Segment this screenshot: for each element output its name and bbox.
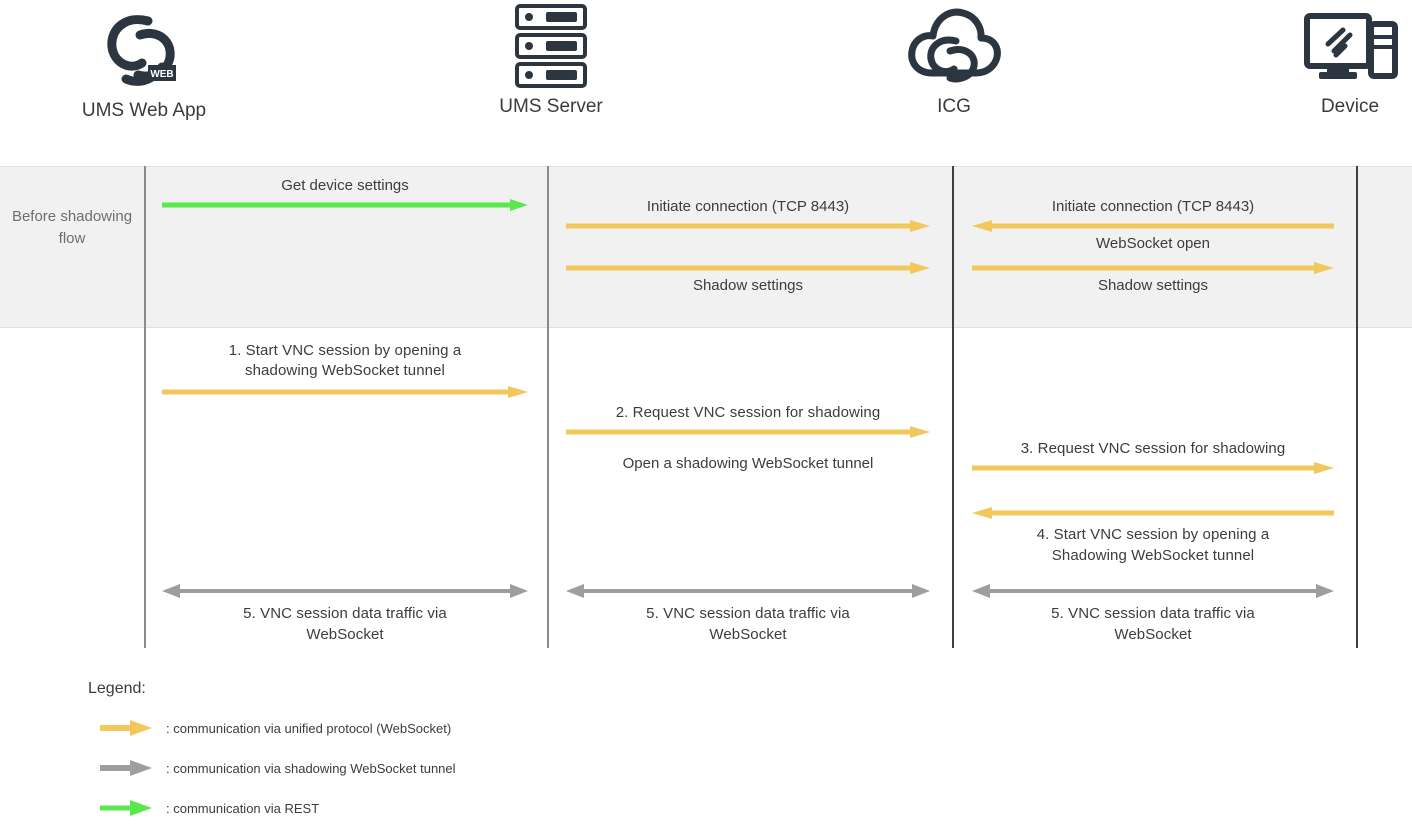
message-step-2-request-vnc-session[interactable]: 2. Request VNC session for shadowing Ope… [566, 404, 930, 472]
lifeline-ums-server [547, 166, 549, 648]
message-caption-websocket-open: WebSocket open [1096, 235, 1210, 252]
legend: Legend: [88, 680, 146, 698]
message-caption: 5. VNC session data traffic via WebSocke… [646, 605, 850, 643]
lifeline-icg [952, 166, 954, 648]
actor-ums-server: UMS Server [451, 0, 651, 119]
server-rack-icon [451, 0, 651, 92]
actor-label-icg: ICG [937, 96, 971, 117]
legend-label: : communication via REST [166, 800, 320, 816]
svg-text:WEB: WEB [150, 69, 173, 80]
legend-title: Legend: [88, 680, 146, 697]
message-shadow-settings-server-icg[interactable]: Shadow settings [566, 262, 930, 294]
message-caption: Shadow settings [692, 277, 804, 294]
legend-arrow-tunnel-icon [100, 760, 152, 776]
message-caption: Get device settings [281, 177, 409, 195]
actor-ums-web-app: WEB UMS Web App [44, 4, 244, 123]
message-caption: 3. Request VNC session for shadowing [1020, 440, 1286, 458]
message-step-5-vnc-traffic-web-server[interactable]: 5. VNC session data traffic via WebSocke… [162, 584, 528, 643]
legend-label: : communication via unified protocol (We… [166, 720, 452, 736]
legend-arrow-unified-icon [100, 720, 152, 736]
actor-label-ums-web-app: UMS Web App [81, 100, 207, 121]
ums-web-app-logo-icon: WEB [44, 4, 244, 96]
message-get-device-settings[interactable]: Get device settings [162, 177, 528, 211]
message-shadow-settings-icg-device[interactable]: Shadow settings [972, 262, 1334, 294]
legend-arrow-rest-icon [100, 800, 152, 816]
message-caption: Shadow settings [1097, 277, 1209, 294]
phase-band-before-shadowing [0, 166, 1412, 328]
message-initiate-connection-icg-device[interactable]: Initiate connection (TCP 8443) WebSocket… [972, 198, 1334, 252]
message-step-1-start-vnc-session[interactable]: 1. Start VNC session by opening a shadow… [162, 342, 528, 398]
legend-label: : communication via shadowing WebSocket … [166, 760, 456, 776]
legend-item-rest: : communication via REST [100, 799, 319, 817]
actor-icg: ICG [854, 0, 1054, 119]
message-caption: 4. Start VNC session by opening a Shadow… [1036, 526, 1270, 564]
message-caption: Initiate connection (TCP 8443) [646, 198, 850, 216]
actor-device: Device [1250, 0, 1412, 119]
legend-item-unified-protocol: : communication via unified protocol (We… [100, 719, 451, 737]
message-step-4-start-vnc-session[interactable]: 4. Start VNC session by opening a Shadow… [972, 507, 1334, 564]
message-step-5-vnc-traffic-server-icg[interactable]: 5. VNC session data traffic via WebSocke… [566, 584, 930, 643]
lifeline-device [1356, 166, 1358, 648]
lifeline-ums-web-app [144, 166, 146, 648]
cloud-gateway-icon [854, 0, 1054, 92]
legend-item-shadowing-tunnel: : communication via shadowing WebSocket … [100, 759, 456, 777]
message-caption: 1. Start VNC session by opening a shadow… [228, 341, 462, 380]
message-caption: 5. VNC session data traffic via WebSocke… [243, 605, 447, 643]
message-step-5-vnc-traffic-icg-device[interactable]: 5. VNC session data traffic via WebSocke… [972, 584, 1334, 643]
phase-band-label: Before shadowing flow [11, 208, 133, 247]
message-caption: Initiate connection (TCP 8443) [1051, 198, 1255, 216]
message-initiate-connection-server-icg[interactable]: Initiate connection (TCP 8443) [566, 198, 930, 232]
message-caption: 5. VNC session data traffic via WebSocke… [1051, 605, 1255, 643]
message-caption: 2. Request VNC session for shadowing [615, 404, 881, 422]
monitor-device-icon [1250, 0, 1412, 92]
actor-label-device: Device [1320, 96, 1380, 117]
actor-label-ums-server: UMS Server [499, 96, 603, 117]
message-note-open-tunnel: Open a shadowing WebSocket tunnel [622, 455, 874, 472]
message-step-3-request-vnc-session[interactable]: 3. Request VNC session for shadowing [972, 440, 1334, 474]
